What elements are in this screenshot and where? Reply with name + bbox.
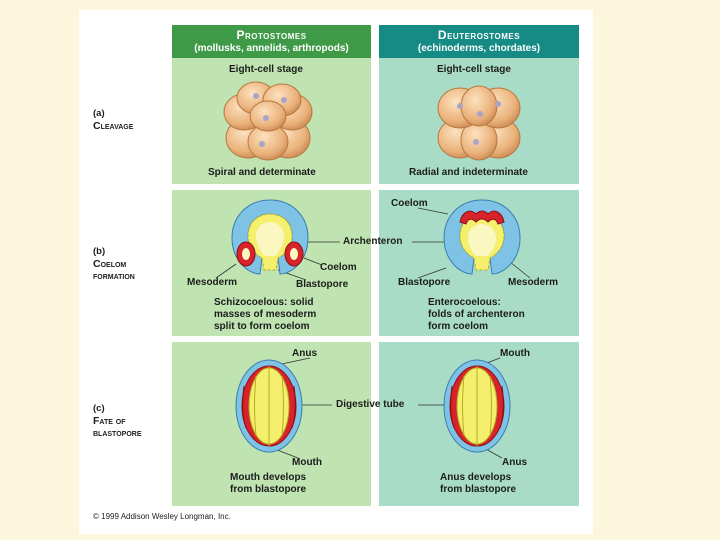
row-name-coelom: Coelom <box>93 258 127 270</box>
spiral-determinate-caption: Spiral and determinate <box>208 167 316 178</box>
row-label-blastopore: (c) Fate of blastopore <box>93 403 142 439</box>
archenteron-label: Archenteron <box>343 236 403 247</box>
copyright-notice: © 1999 Addison Wesley Longman, Inc. <box>93 512 231 521</box>
schizocoelous-line-3: split to form coelom <box>214 321 310 332</box>
deuterostomes-subtitle: (echinoderms, chordates) <box>417 43 541 54</box>
anus-develops-line-2: from blastopore <box>440 484 517 495</box>
row-letter-b: (b) <box>93 246 106 257</box>
mouth-develops-line-1: Mouth develops <box>230 472 307 483</box>
schizocoelous-line-1: Schizocoelous: solid <box>214 297 314 308</box>
eight-cell-label-protostome: Eight-cell stage <box>229 64 303 75</box>
row-label-cleavage: (a) Cleavage <box>93 108 133 132</box>
radial-indeterminate-caption: Radial and indeterminate <box>409 167 528 178</box>
protostomes-title: Protostomes <box>236 28 307 42</box>
row-letter-c: (c) <box>93 403 105 414</box>
row-label-coelom: (b) Coelom formation <box>93 246 135 282</box>
enterocoelous-caption: Enterocoelous: folds of archenteron form… <box>428 297 525 333</box>
row-letter-a: (a) <box>93 108 105 119</box>
coelom-label-protostome: Coelom <box>320 262 357 273</box>
anus-label-protostome: Anus <box>292 348 317 359</box>
blastopore-label-protostome: Blastopore <box>296 279 349 290</box>
anus-label-deuterostome: Anus <box>502 457 527 468</box>
schizocoelous-caption: Schizocoelous: solid masses of mesoderm … <box>214 297 316 333</box>
mouth-develops-line-2: from blastopore <box>230 484 307 495</box>
enterocoelous-line-3: form coelom <box>428 321 489 332</box>
schizocoelous-line-2: masses of mesoderm <box>214 309 317 320</box>
mouth-label-deuterostome: Mouth <box>500 348 530 359</box>
eight-cell-label-deuterostome: Eight-cell stage <box>437 64 511 75</box>
deuterostome-coelom-embryo <box>443 199 521 275</box>
row-name-fate-of: Fate of <box>93 415 126 427</box>
enterocoelous-line-1: Enterocoelous: <box>428 297 501 308</box>
mouth-label-protostome: Mouth <box>292 457 322 468</box>
deuterostomes-header: Deuterostomes (echinoderms, chordates) <box>379 25 579 58</box>
protostomes-subtitle: (mollusks, annelids, arthropods) <box>194 43 349 54</box>
deuterostome-eight-cell-embryo <box>437 85 521 161</box>
mesoderm-label-protostome: Mesoderm <box>187 277 238 288</box>
row-name-formation: formation <box>93 270 135 282</box>
anus-develops-line-1: Anus develops <box>440 472 512 483</box>
row-name-cleavage: Cleavage <box>93 120 134 132</box>
enterocoelous-line-2: folds of archenteron <box>428 309 525 320</box>
protostome-eight-cell-embryo <box>223 81 313 161</box>
blastopore-label-deuterostome: Blastopore <box>398 277 451 288</box>
protostomes-header: Protostomes (mollusks, annelids, arthrop… <box>172 25 371 58</box>
anus-develops-caption: Anus develops from blastopore <box>440 472 516 496</box>
digestive-tube-label: Digestive tube <box>336 399 405 410</box>
mouth-develops-caption: Mouth develops from blastopore <box>230 472 306 496</box>
mesoderm-label-deuterostome: Mesoderm <box>508 277 559 288</box>
row-name-blastopore: blastopore <box>93 427 142 439</box>
coelom-label-deuterostome: Coelom <box>391 198 428 209</box>
protostome-coelom-embryo <box>231 199 309 275</box>
deuterostomes-title: Deuterostomes <box>437 28 521 42</box>
deuterostome-digestive-tube-embryo <box>443 359 511 453</box>
protostome-digestive-tube-embryo <box>235 359 303 453</box>
